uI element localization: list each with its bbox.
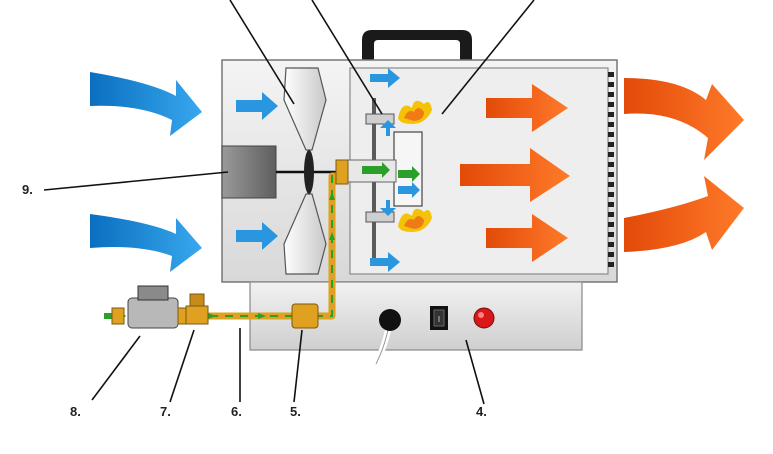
burner-icon	[345, 98, 423, 258]
pipe-connector	[291, 303, 319, 329]
diagram-caption	[140, 444, 700, 454]
callout-4: 4.	[476, 404, 487, 419]
callout-leader-lines	[43, 0, 535, 405]
callout-9: 9.	[22, 182, 33, 197]
indicator-lamp-icon	[473, 307, 495, 329]
switch-icon: I	[430, 306, 448, 330]
flame-icon	[398, 100, 432, 232]
outlet-grille	[608, 72, 614, 267]
carry-handle	[362, 30, 472, 62]
svg-text:I: I	[438, 315, 440, 324]
hot-air-internal	[460, 84, 570, 262]
cold-air-inflow	[90, 72, 202, 272]
pressure-regulator-icon	[111, 285, 191, 329]
cold-air-internal	[236, 68, 400, 272]
callout-6: 6.	[231, 404, 242, 419]
valve-icon	[185, 293, 209, 325]
power-cord-icon	[373, 309, 401, 367]
burner-nozzle-fitting	[335, 159, 349, 185]
callout-8: 8.	[70, 404, 81, 419]
hot-air-outflow	[624, 78, 744, 252]
fan-icon	[283, 67, 327, 275]
motor-icon	[221, 145, 277, 199]
callout-5: 5.	[290, 404, 301, 419]
callout-7: 7.	[160, 404, 171, 419]
